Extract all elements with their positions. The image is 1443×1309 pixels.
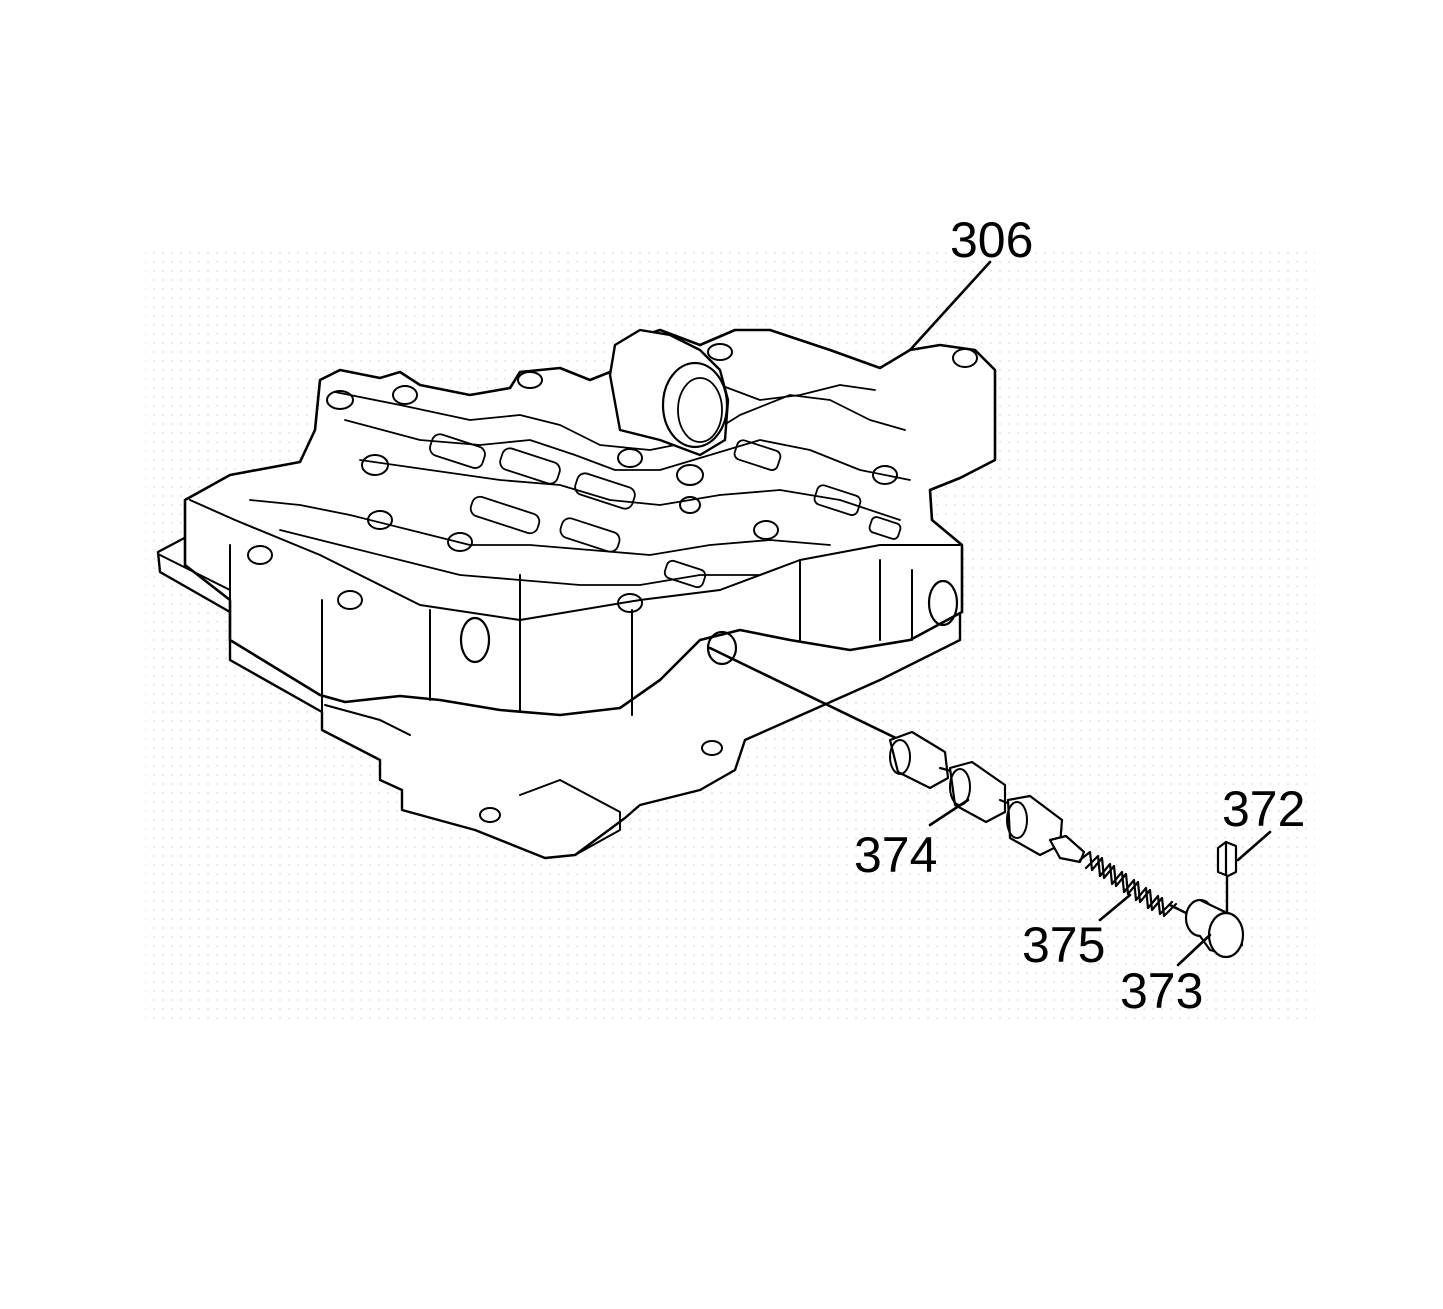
callout-374: 374: [854, 827, 937, 883]
body-slots: [429, 433, 902, 589]
side-bore: [927, 579, 959, 627]
bore-plug-373: [1168, 898, 1245, 959]
leader-306: [908, 260, 992, 352]
callout-375: 375: [1022, 917, 1105, 973]
callout-372: 372: [1222, 781, 1305, 837]
valve-body-306: [156, 328, 997, 860]
valve-374: [888, 730, 1086, 864]
leader-lines: [908, 260, 1272, 967]
spring-375: [1078, 850, 1178, 918]
callout-306: 306: [950, 212, 1033, 268]
side-bore: [459, 616, 491, 664]
leader-372: [1236, 830, 1272, 862]
leader-374: [928, 798, 970, 827]
bolt-holes: [247, 343, 978, 823]
leader-375: [1098, 893, 1132, 922]
valve-bore: [706, 630, 738, 666]
callout-373: 373: [1120, 963, 1203, 1019]
assembly-axis-line: [708, 646, 902, 742]
cylinder-boss: [608, 328, 730, 457]
retainer-pin-372: [1216, 840, 1238, 914]
leader-373: [1176, 933, 1212, 967]
